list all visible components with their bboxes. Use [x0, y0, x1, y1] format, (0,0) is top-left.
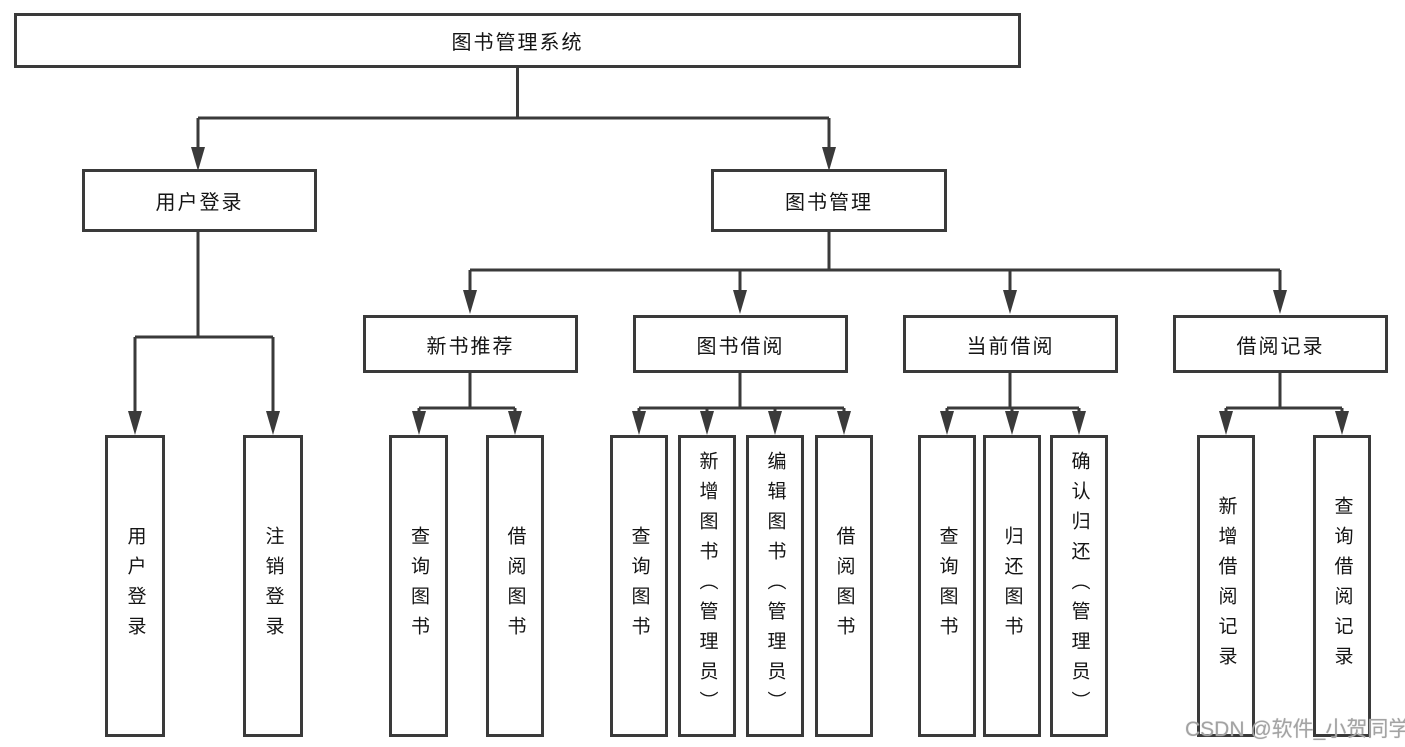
node-label: 图书管理系统 — [451, 32, 584, 54]
leaf-label: 借阅图书 — [833, 526, 855, 646]
leaf-query-borrow-record: 查询借阅记录 — [1313, 435, 1371, 737]
leaf-label: 借阅图书 — [504, 526, 526, 646]
leaf-label: 用户登录 — [124, 526, 146, 646]
node-book-borrow: 图书借阅 — [633, 315, 848, 373]
leaf-borrow-books-newbook: 借阅图书 — [486, 435, 544, 737]
leaf-confirm-return-admin: 确认归还（管理员） — [1050, 435, 1108, 737]
leaf-query-books-newbook: 查询图书 — [389, 435, 448, 737]
node-borrow-records: 借阅记录 — [1173, 315, 1388, 373]
leaf-label: 注销登录 — [262, 526, 284, 646]
node-label: 借阅记录 — [1236, 335, 1325, 358]
leaf-label: 确认归还（管理员） — [1068, 451, 1090, 721]
leaf-label: 新增借阅记录 — [1215, 496, 1237, 676]
node-label: 新书推荐 — [426, 335, 515, 358]
leaf-label: 编辑图书（管理员） — [764, 451, 786, 721]
leaf-query-books-borrow: 查询图书 — [610, 435, 668, 737]
leaf-label: 查询图书 — [628, 526, 650, 646]
leaf-add-books-admin: 新增图书（管理员） — [678, 435, 736, 737]
leaf-label: 查询借阅记录 — [1331, 496, 1353, 676]
leaf-query-books-current: 查询图书 — [918, 435, 976, 737]
leaf-logout: 注销登录 — [243, 435, 303, 737]
node-current-borrow: 当前借阅 — [903, 315, 1118, 373]
node-new-book-recommend: 新书推荐 — [363, 315, 578, 373]
leaf-label: 查询图书 — [936, 526, 958, 646]
node-label: 用户登录 — [155, 192, 244, 214]
node-library-management-system: 图书管理系统 — [14, 13, 1021, 68]
node-label: 图书借阅 — [696, 335, 785, 358]
leaf-label: 查询图书 — [408, 526, 429, 646]
node-user-login: 用户登录 — [82, 169, 317, 232]
leaf-label: 新增图书（管理员） — [696, 451, 718, 721]
node-label: 当前借阅 — [966, 335, 1055, 358]
leaf-label: 归还图书 — [1001, 526, 1023, 646]
node-book-management: 图书管理 — [711, 169, 947, 232]
node-label: 图书管理 — [785, 192, 873, 214]
leaf-add-borrow-record: 新增借阅记录 — [1197, 435, 1255, 737]
leaf-borrow-books: 借阅图书 — [815, 435, 873, 737]
leaf-edit-books-admin: 编辑图书（管理员） — [746, 435, 804, 737]
arrowheads — [128, 147, 1349, 435]
leaf-user-login: 用户登录 — [105, 435, 165, 737]
leaf-return-books: 归还图书 — [983, 435, 1041, 737]
csdn-watermark: CSDN @软件_小贺同学 — [1185, 718, 1405, 741]
